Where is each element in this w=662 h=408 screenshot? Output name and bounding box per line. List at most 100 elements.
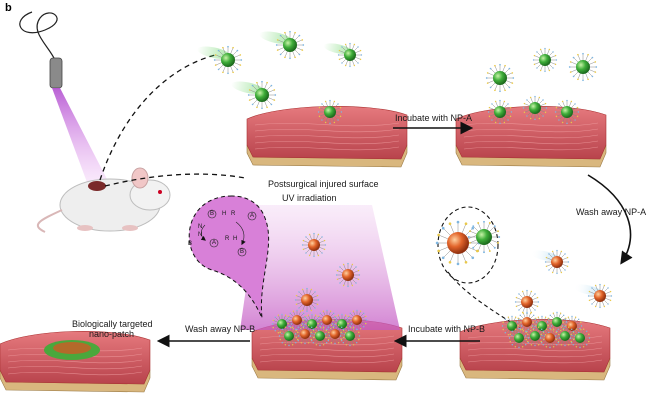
ligand-tip <box>504 64 506 67</box>
ligand-tip <box>326 328 328 330</box>
ligand-strand <box>341 332 346 335</box>
ligand-tip <box>562 321 564 324</box>
ligand-tip <box>521 328 524 330</box>
ligand-tip <box>363 312 365 314</box>
ligand-strand <box>536 340 539 345</box>
ligand-tip <box>336 278 339 281</box>
ligand-strand <box>518 323 523 326</box>
ligand-strand <box>280 35 286 41</box>
ligand-strand <box>547 65 550 71</box>
ligand-tip <box>281 313 283 316</box>
ligand-tip <box>281 328 283 330</box>
ligand-tip <box>306 287 308 290</box>
ligand-tip <box>305 252 307 254</box>
ligand-strand <box>353 311 356 316</box>
particle-core <box>529 102 541 114</box>
ligand-tip <box>558 333 560 336</box>
ligand-tip <box>544 70 546 73</box>
ligand-tip <box>271 323 274 325</box>
nanoparticle-b <box>324 323 346 345</box>
ligand-strand <box>353 339 357 343</box>
ligand-tip <box>566 122 568 125</box>
ligand-tip <box>550 325 553 327</box>
ligand-strand <box>352 266 357 271</box>
ligand-strand <box>589 298 595 301</box>
ligand-strand <box>561 323 566 326</box>
nanoparticle-b <box>514 289 540 315</box>
ligand-tip <box>346 319 349 321</box>
ligand-strand <box>563 327 568 330</box>
ligand-tip <box>523 102 526 105</box>
ligand-strand <box>581 329 584 334</box>
ligand-strand <box>326 330 331 333</box>
particle-core <box>575 333 585 343</box>
ligand-tip <box>568 66 571 68</box>
nanoparticle-a <box>197 45 243 75</box>
ligand-tip <box>294 56 296 59</box>
ligand-strand <box>232 64 238 70</box>
ligand-tip <box>339 266 341 268</box>
ligand-strand <box>486 222 491 230</box>
ligand-strand <box>285 317 289 321</box>
ligand-strand <box>309 289 312 295</box>
ligand-tip <box>560 250 563 253</box>
ligand-strand <box>526 112 531 117</box>
ligand-strand <box>558 313 561 318</box>
ligand-tip <box>273 89 276 91</box>
ligand-strand <box>543 317 546 322</box>
ligand-strand <box>308 327 312 331</box>
ligand-tip <box>274 94 277 96</box>
ligand-strand <box>529 307 532 313</box>
ligand-tip <box>540 340 542 343</box>
ligand-tip <box>566 256 569 259</box>
ligand-strand <box>550 315 554 319</box>
ligand-tip <box>580 321 582 324</box>
ligand-strand <box>286 320 291 323</box>
tissue-block <box>455 106 607 168</box>
ligand-strand <box>306 325 309 330</box>
chem-b2: B <box>240 249 245 255</box>
ligand-tip <box>351 284 354 287</box>
ligand-strand <box>523 326 526 331</box>
ligand-tip <box>302 239 305 242</box>
ligand-strand <box>526 332 531 335</box>
ligand-tip <box>489 86 492 89</box>
ligand-strand <box>309 305 312 311</box>
ligand-tip <box>508 67 511 70</box>
nanoparticle-a <box>231 80 277 110</box>
ligand-tip <box>522 330 525 332</box>
ligand-tip <box>356 328 358 330</box>
ligand-strand <box>311 304 316 309</box>
tissue-fiber <box>254 146 400 151</box>
ligand-tip <box>514 328 517 330</box>
ligand-strand <box>354 337 359 340</box>
ligand-tip <box>533 54 536 57</box>
ligand-tip <box>519 328 521 330</box>
ligand-tip <box>542 99 544 101</box>
particle-core <box>551 256 563 268</box>
ligand-tip <box>555 59 558 61</box>
ligand-tip <box>577 53 579 56</box>
ligand-strand <box>602 301 605 307</box>
ligand-tip <box>552 51 554 53</box>
particle-core <box>521 296 533 308</box>
nanoparticle-b <box>573 283 613 309</box>
ligand-tip <box>543 338 545 341</box>
ligand-strand <box>547 49 550 55</box>
ligand-strand <box>293 311 296 316</box>
ligand-tip <box>435 241 439 245</box>
ligand-tip <box>509 106 512 109</box>
ligand-tip <box>239 54 242 56</box>
ligand-strand <box>346 320 351 323</box>
ligand-tip <box>313 255 315 258</box>
ligand-tip <box>603 284 606 287</box>
ligand-strand <box>465 250 473 258</box>
ligand-strand <box>522 291 525 297</box>
ligand-tip <box>349 65 351 68</box>
ligand-tip <box>534 344 536 347</box>
ligand-strand <box>489 226 495 232</box>
ligand-tip <box>594 305 597 308</box>
ligand-strand <box>491 230 499 235</box>
ligand-strand <box>339 279 344 284</box>
tissue-fiber <box>467 347 603 352</box>
